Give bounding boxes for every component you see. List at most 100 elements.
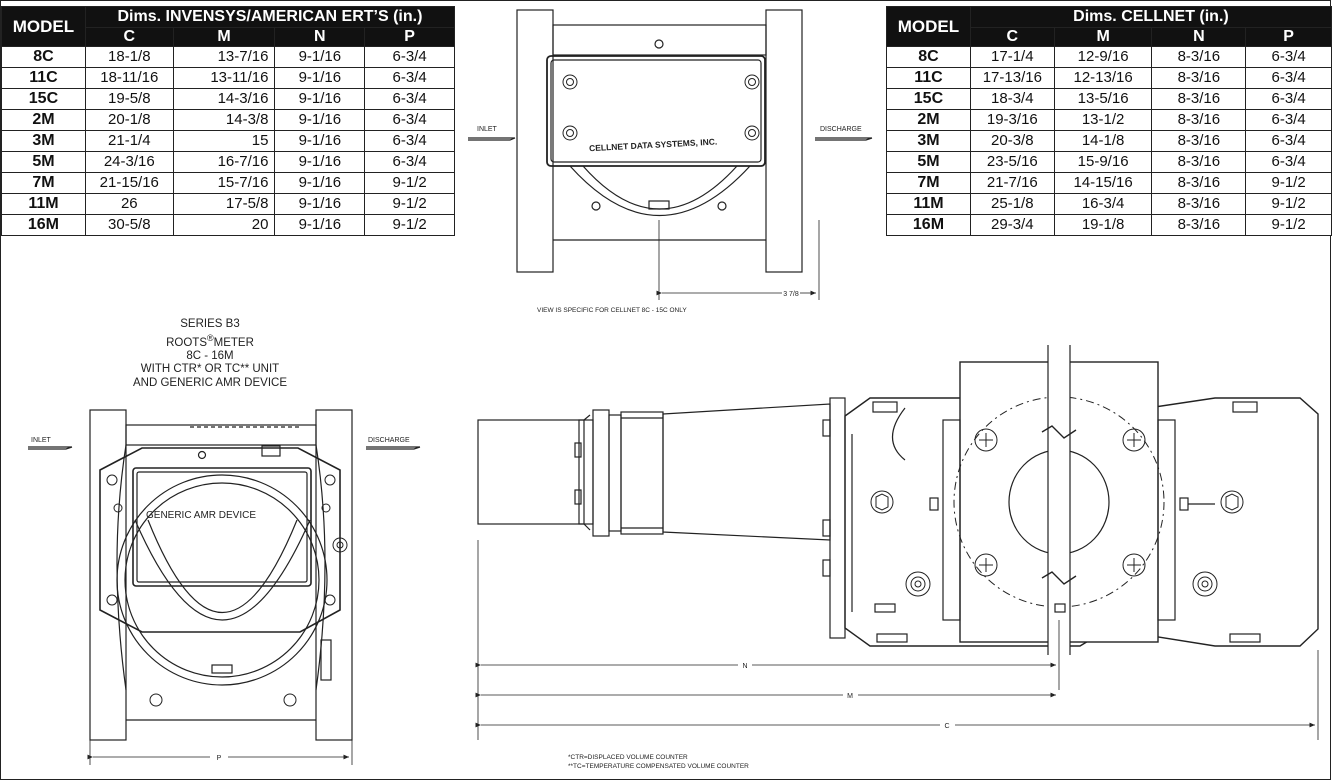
invensys-group-header: Dims. INVENSYS/AMERICAN ERT’S (in.) — [84, 6, 456, 28]
model-cell: 11C — [1, 67, 86, 89]
n-cell: 8-3/16 — [1151, 88, 1247, 110]
c-cell: 30-5/8 — [84, 214, 174, 236]
m-cell: 20 — [172, 214, 276, 236]
p-cell: 9-1/2 — [364, 193, 455, 215]
c-cell: 18-11/16 — [84, 67, 174, 89]
model-column-header: MODEL — [886, 6, 971, 47]
roots-text: ROOTS — [166, 336, 207, 349]
meter-text: METER — [213, 336, 254, 349]
series-device-line: AND GENERIC AMR DEVICE — [133, 376, 287, 389]
cellnet-top-view — [468, 9, 873, 300]
column-header-c: C — [84, 27, 174, 47]
n-cell: 8-3/16 — [1151, 172, 1247, 194]
p-cell: 9-1/2 — [364, 214, 455, 236]
cellnet-device-label: CELLNET DATA SYSTEMS, INC. — [589, 136, 718, 153]
c-cell: 23-5/16 — [969, 151, 1055, 173]
dim-c-label: C — [944, 723, 949, 730]
column-header-p: P — [1245, 27, 1332, 47]
n-cell: 8-3/16 — [1151, 109, 1247, 131]
c-cell: 18-1/8 — [84, 46, 174, 68]
column-header-p: P — [364, 27, 455, 47]
c-cell: 21-7/16 — [969, 172, 1055, 194]
m-cell: 12-9/16 — [1053, 46, 1153, 68]
c-cell: 25-1/8 — [969, 193, 1055, 215]
n-cell: 9-1/16 — [274, 88, 366, 110]
n-cell: 9-1/16 — [274, 46, 366, 68]
p-cell: 9-1/2 — [1245, 193, 1332, 215]
column-header-n: N — [1151, 27, 1247, 47]
discharge-label-top: DISCHARGE — [820, 126, 862, 133]
m-cell: 13-1/2 — [1053, 109, 1153, 131]
generic-amr-device-label: GENERIC AMR DEVICE — [146, 510, 256, 521]
n-cell: 8-3/16 — [1151, 151, 1247, 173]
column-header-c: C — [969, 27, 1055, 47]
model-column-header: MODEL — [1, 6, 86, 47]
m-cell: 19-1/8 — [1053, 214, 1153, 236]
series-description: SERIES B3 ROOTS®METER 8C - 16M WITH CTR*… — [110, 318, 310, 390]
model-cell: 15C — [1, 88, 86, 110]
model-cell: 11C — [886, 67, 971, 89]
n-cell: 8-3/16 — [1151, 67, 1247, 89]
p-cell: 9-1/2 — [1245, 214, 1332, 236]
n-cell: 8-3/16 — [1151, 193, 1247, 215]
dim-p-label: P — [217, 755, 222, 762]
footnotes: *CTR=DISPLACED VOLUME COUNTER **TC=TEMPE… — [568, 753, 749, 771]
cellnet-group-header: Dims. CELLNET (in.) — [969, 6, 1333, 28]
inlet-label-front: INLET — [31, 437, 52, 444]
c-cell: 19-3/16 — [969, 109, 1055, 131]
dim-3-7-8-label: 3 7/8 — [783, 291, 799, 298]
m-cell: 13-7/16 — [172, 46, 276, 68]
series-unit-line: WITH CTR* OR TC** UNIT — [140, 363, 280, 376]
p-cell: 9-1/2 — [364, 172, 455, 194]
m-cell: 14-15/16 — [1053, 172, 1153, 194]
p-cell: 6-3/4 — [1245, 46, 1332, 68]
m-cell: 15 — [172, 130, 276, 152]
model-cell: 3M — [1, 130, 86, 152]
model-cell: 16M — [886, 214, 971, 236]
c-cell: 19-5/8 — [84, 88, 174, 110]
inlet-label-top: INLET — [477, 126, 498, 133]
model-cell: 16M — [1, 214, 86, 236]
series-range-line: 8C - 16M — [186, 349, 234, 362]
p-cell: 9-1/2 — [1245, 172, 1332, 194]
dim-n-label: N — [742, 663, 747, 670]
dim-m-label: M — [847, 693, 853, 700]
view-specific-note: VIEW IS SPECIFIC FOR CELLNET 8C - 15C ON… — [537, 307, 687, 314]
p-cell: 6-3/4 — [364, 151, 455, 173]
p-cell: 6-3/4 — [1245, 109, 1332, 131]
model-cell: 8C — [1, 46, 86, 68]
n-cell: 9-1/16 — [274, 151, 366, 173]
series-line: SERIES B3 — [180, 318, 240, 330]
p-cell: 6-3/4 — [364, 109, 455, 131]
meter-side-view — [475, 345, 1319, 740]
series-meter-line: ROOTS®METER — [110, 332, 310, 350]
c-cell: 20-1/8 — [84, 109, 174, 131]
m-cell: 13-5/16 — [1053, 88, 1153, 110]
footnote-ctr: *CTR=DISPLACED VOLUME COUNTER — [568, 754, 688, 761]
registered-mark: ® — [207, 332, 214, 343]
m-cell: 12-13/16 — [1053, 67, 1153, 89]
c-cell: 21-1/4 — [84, 130, 174, 152]
invensys-dimensions-table: MODEL Dims. INVENSYS/AMERICAN ERT’S (in.… — [1, 6, 456, 236]
generic-front-view — [28, 409, 421, 765]
c-cell: 29-3/4 — [969, 214, 1055, 236]
column-header-m: M — [172, 27, 276, 47]
n-cell: 9-1/16 — [274, 130, 366, 152]
